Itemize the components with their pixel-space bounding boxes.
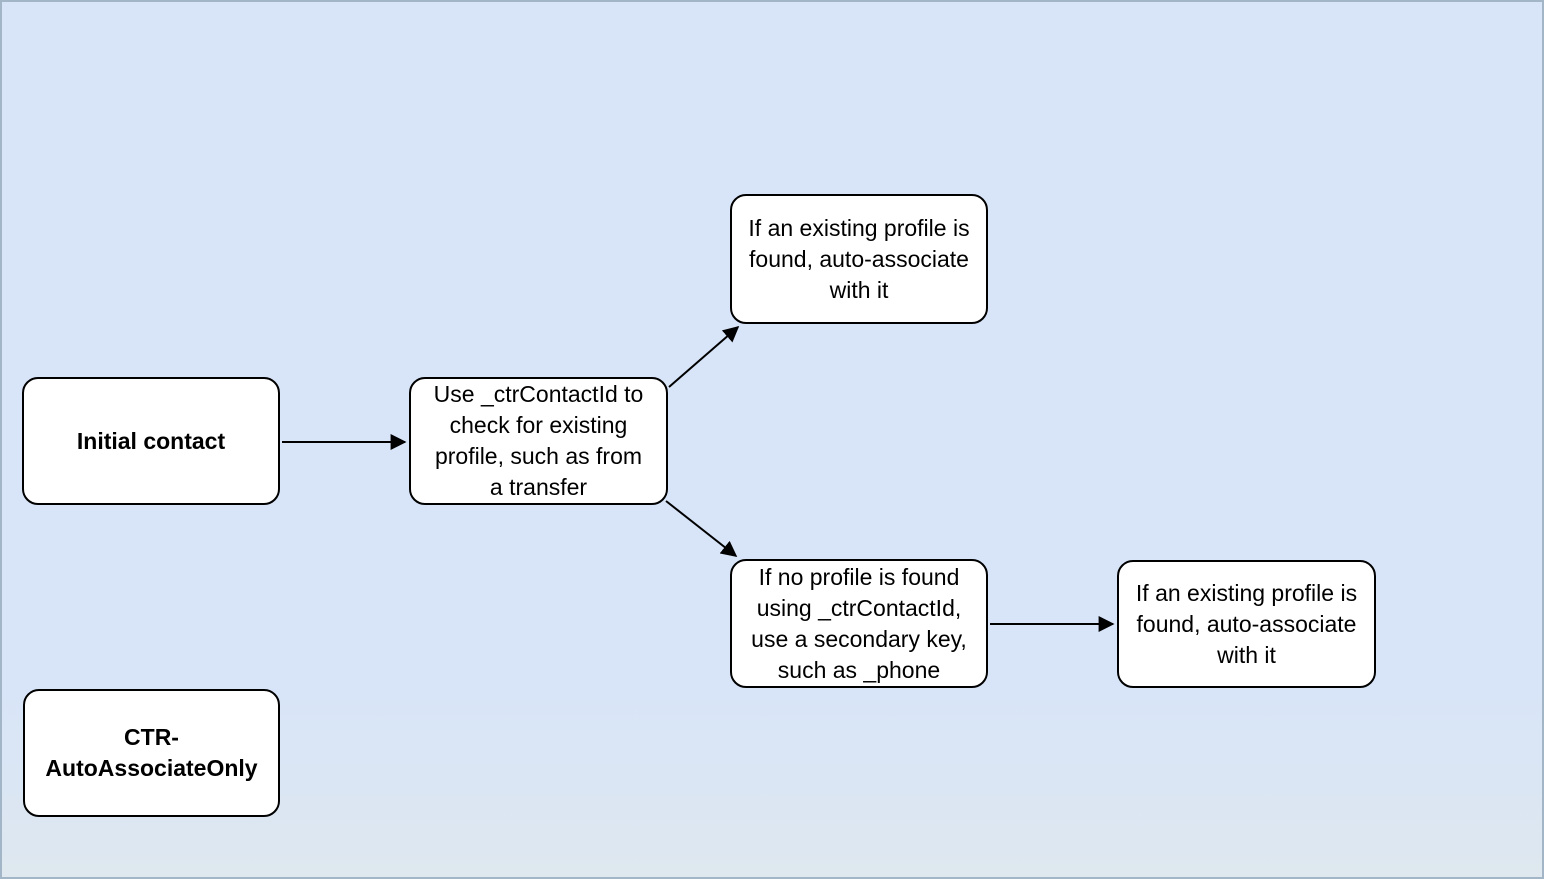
edge-check-to-auto-associate-top [668,325,740,388]
edge-check-to-secondary-key [665,500,738,557]
node-ctr-autoassociateonly: CTR- AutoAssociateOnly [23,689,280,817]
node-check-ctrcontactid: Use _ctrContactId to check for existing … [409,377,668,505]
node-auto-associate-right: If an existing profile is found, auto-as… [1117,560,1376,688]
node-auto-associate-top: If an existing profile is found, auto-as… [730,194,988,324]
node-initial-contact: Initial contact [22,377,280,505]
node-secondary-key: If no profile is found using _ctrContact… [730,559,988,688]
